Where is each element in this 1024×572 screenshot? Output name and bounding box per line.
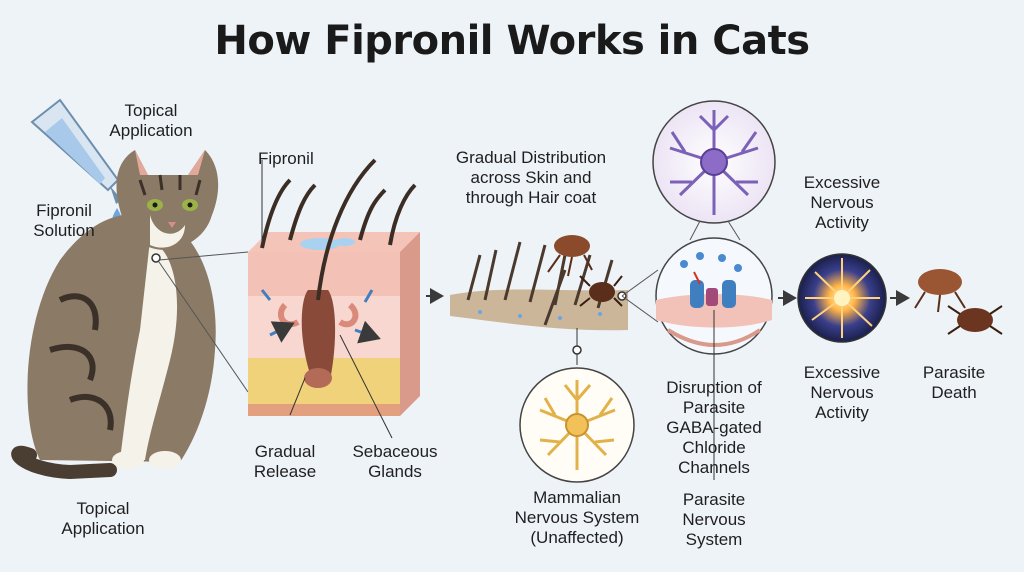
nervous-burst-illustration	[797, 253, 887, 343]
callout-dot	[151, 253, 161, 263]
hair-strands	[260, 158, 417, 301]
callout-dot	[572, 345, 582, 355]
gaba-channel-illustration	[655, 237, 773, 355]
label-fipronil: Fipronil	[258, 149, 314, 168]
label-topical-application-top: Topical Application	[109, 101, 193, 140]
flea-icon	[547, 235, 593, 277]
dropper-icon	[30, 98, 122, 204]
label-mammalian-nervous-system: Mammalian Nervous System (Unaffected)	[514, 488, 640, 547]
label-fipronil-solution: Fipronil Solution	[33, 201, 95, 240]
skin-cross-section	[248, 232, 420, 416]
dead-tick-icon	[947, 305, 1003, 335]
label-parasite-nervous-system: Parasite Nervous System	[682, 490, 746, 549]
label-gradual-distribution: Gradual Distribution across Skin and thr…	[455, 148, 607, 207]
label-parasite-death: Parasite Death	[922, 363, 986, 402]
mammalian-neuron-illustration	[519, 367, 635, 483]
label-gradual-release: Gradual Release	[253, 442, 317, 481]
label-sebaceous-glands: Sebaceous Glands	[352, 442, 438, 481]
label-disruption: Disruption of Parasite GABA-gated Chlori…	[666, 378, 762, 477]
dead-flea-icon	[914, 269, 966, 313]
label-excessive-activity-top: Excessive Nervous Activity	[803, 173, 881, 232]
cat-illustration	[11, 150, 219, 480]
label-topical-application-bottom: Topical Application	[61, 499, 145, 538]
tick-icon	[579, 275, 623, 307]
parasite-neuron-illustration	[652, 100, 776, 224]
page-title: How Fipronil Works in Cats	[214, 18, 810, 64]
label-excessive-activity-bottom: Excessive Nervous Activity	[803, 363, 881, 422]
